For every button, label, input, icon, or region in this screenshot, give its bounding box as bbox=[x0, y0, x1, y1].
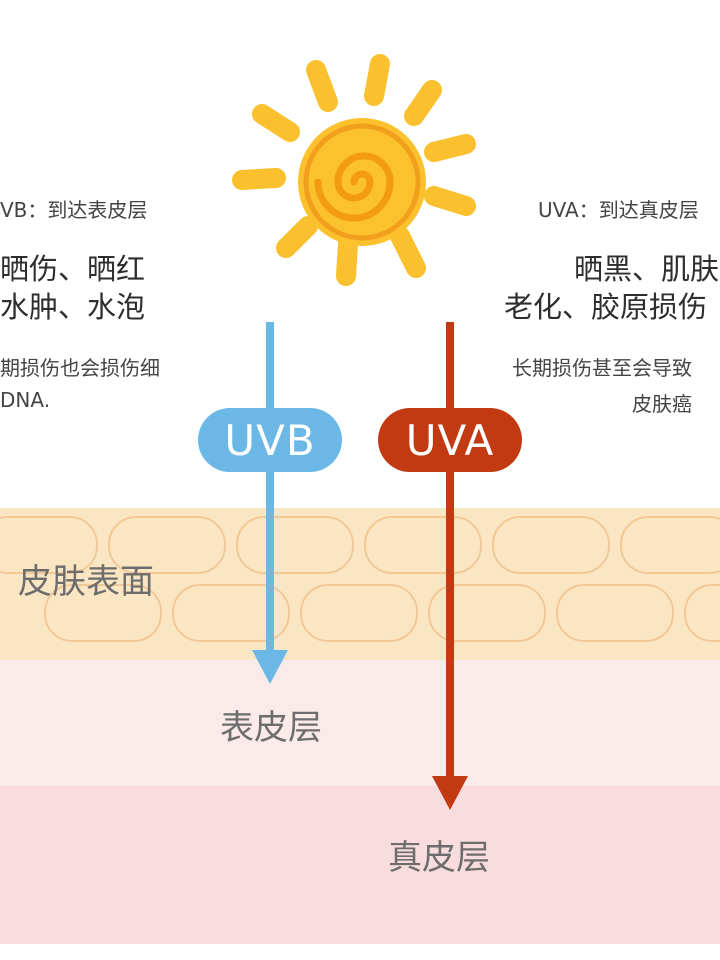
uvb-note-line2: DNA. bbox=[0, 388, 51, 412]
uvb-effects-line2: 水肿、水泡 bbox=[0, 290, 146, 324]
epidermis-label: 表皮层 bbox=[220, 708, 322, 748]
skin-cell bbox=[300, 584, 418, 642]
skin-cell bbox=[428, 584, 546, 642]
skin-cell bbox=[44, 584, 162, 642]
uva-label: UVA bbox=[378, 408, 522, 472]
skin-cell bbox=[108, 516, 226, 574]
uvb-label: UVB bbox=[198, 408, 342, 472]
skin-cell bbox=[0, 516, 98, 574]
skin-cell bbox=[236, 516, 354, 574]
skin-cell bbox=[556, 584, 674, 642]
skin-surface-layer bbox=[0, 508, 720, 660]
uva-heading: UVA：到达真皮层 bbox=[538, 198, 699, 222]
uva-note-line1: 长期损伤甚至会导致 bbox=[512, 356, 692, 380]
skin-cell bbox=[172, 584, 290, 642]
skin-cell bbox=[620, 516, 720, 574]
skin-cell bbox=[492, 516, 610, 574]
uvb-arrow-head bbox=[252, 650, 288, 684]
uva-effects-line1: 晒黑、肌肤 bbox=[574, 252, 720, 286]
skin-surface-label: 皮肤表面 bbox=[18, 562, 154, 602]
dermis-layer bbox=[0, 786, 720, 944]
uvb-heading: VB：到达表皮层 bbox=[0, 198, 148, 222]
epidermis-layer bbox=[0, 660, 720, 786]
sun-icon bbox=[232, 54, 476, 286]
uva-arrow-head bbox=[432, 776, 468, 810]
uva-effects-line2: 老化、胶原损伤 bbox=[504, 290, 708, 324]
uva-note-line2: 皮肤癌 bbox=[632, 392, 692, 416]
bottom-margin bbox=[0, 944, 720, 960]
dermis-label: 真皮层 bbox=[388, 838, 490, 878]
uvb-note-line1: 期损伤也会损伤细 bbox=[0, 356, 160, 380]
skin-cell bbox=[364, 516, 482, 574]
uvb-effects-line1: 晒伤、晒红 bbox=[0, 252, 146, 286]
